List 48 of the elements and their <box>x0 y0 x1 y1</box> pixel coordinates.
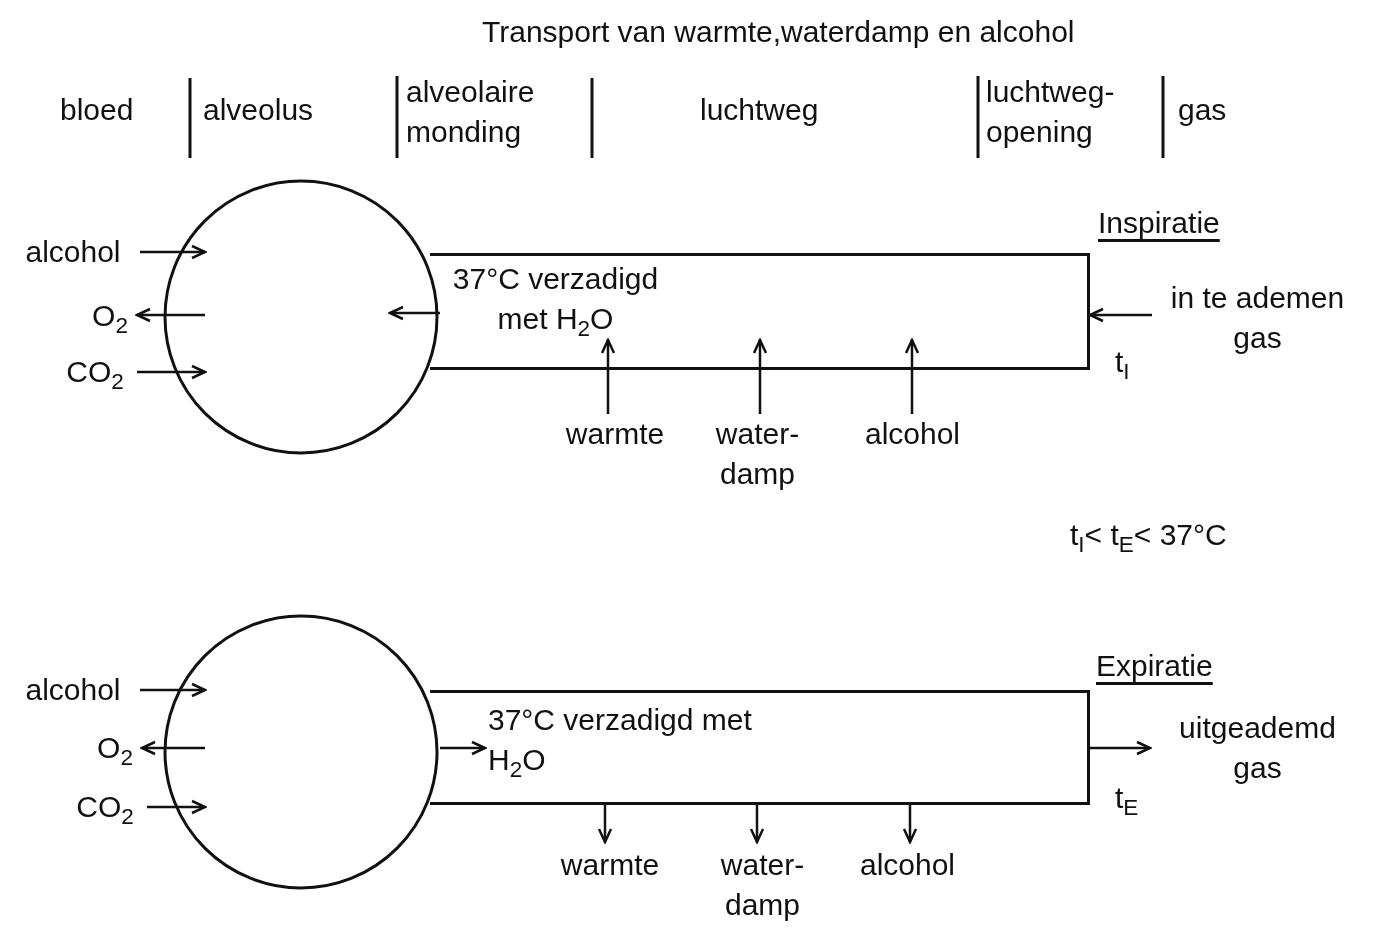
title: Transport van warmte,waterdamp en alcohol <box>482 14 1075 50</box>
region-label: bloed <box>60 92 134 128</box>
flow-label: O$_{2}$ <box>92 298 128 336</box>
flow-label: CO$_{2}$ <box>76 789 134 827</box>
flow-label: warmte <box>560 847 660 883</box>
arrow <box>1088 307 1152 323</box>
arrow <box>600 338 616 414</box>
region-label: gas <box>1178 92 1227 128</box>
flow-label: alcohol <box>864 416 961 452</box>
flow-label: alcohol <box>859 847 956 883</box>
flow-label: water- damp <box>714 416 801 492</box>
arrow <box>597 805 613 844</box>
arrow <box>1090 740 1152 756</box>
arrow <box>902 805 918 844</box>
flow-label: uitgeademd gas <box>1178 709 1337 786</box>
region-label: luchtweg- opening <box>986 74 1116 150</box>
flow-label: alcohol <box>25 234 121 270</box>
annotation-text: Inspiratie <box>1098 205 1220 241</box>
arrow <box>147 799 207 815</box>
flow-label: CO$_{2}$ <box>66 354 124 392</box>
annotation-text: t$_{E}$ <box>1115 780 1139 818</box>
arrow <box>140 682 207 698</box>
region-label: luchtweg <box>700 92 819 128</box>
arrow <box>749 805 765 844</box>
arrow <box>904 338 920 414</box>
region-label: alveolaire monding <box>406 74 536 150</box>
flow-label: water- damp <box>719 847 806 923</box>
airway-tube <box>430 690 1090 805</box>
tube-text: 37°C verzadigd met H$_{2}$O <box>451 261 660 339</box>
flow-label: in te ademen gas <box>1169 279 1346 356</box>
arrow <box>140 740 205 756</box>
airway-tube <box>430 253 1090 370</box>
flow-label: O$_{2}$ <box>97 730 133 768</box>
tube-text: 37°C verzadigd met H$_{2}$O <box>488 702 753 780</box>
annotation-text: Expiratie <box>1096 648 1213 684</box>
alveolus-circle <box>163 614 439 890</box>
flow-label: alcohol <box>25 672 121 708</box>
arrow <box>752 338 768 414</box>
flow-label: warmte <box>565 416 665 452</box>
arrow <box>135 307 205 323</box>
arrow <box>140 244 207 260</box>
alveolus-circle <box>163 179 439 455</box>
annotation-text: t$_{I}$ <box>1115 344 1130 382</box>
annotation-text: t$_{I}$< t$_{E}$< 37°C <box>1070 517 1227 555</box>
arrow <box>137 364 207 380</box>
arrow <box>388 305 440 321</box>
arrow <box>440 740 487 756</box>
region-label: alveolus <box>203 92 314 128</box>
